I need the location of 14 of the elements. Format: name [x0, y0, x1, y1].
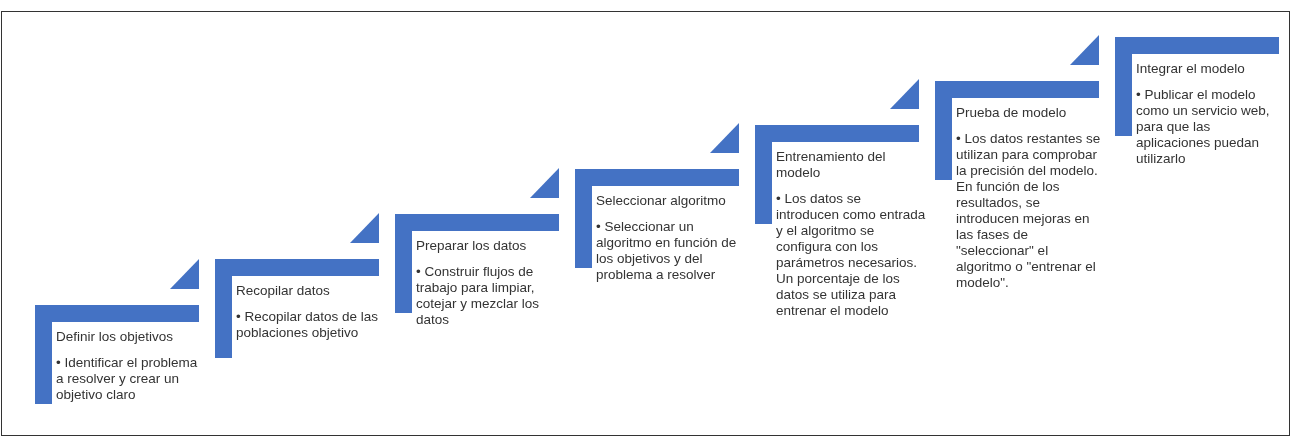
step-title: Preparar los datos	[416, 238, 528, 254]
step-title: Definir los objetivos	[56, 329, 175, 345]
step-description: • Los datos se introducen como entrada y el algoritmo se configura con los parámetros necesarios. Un porcentaje de los datos se utiliza para entrenar el modelo	[776, 191, 926, 319]
step-title: Integrar el modelo	[1136, 61, 1246, 77]
step-description: • Construir flujos de trabajo para limpiar, cotejar y mezclar los datos	[416, 264, 541, 328]
step-title: Seleccionar algoritmo	[596, 193, 727, 209]
step-description: • Recopilar datos de las poblaciones objetivo	[236, 309, 380, 341]
step-title: Prueba de modelo	[956, 105, 1068, 121]
step-title: Entrenamiento del modelo	[776, 149, 887, 181]
step-title: Recopilar datos	[236, 283, 331, 299]
step-description: • Identificar el problema a resolver y crear un objetivo claro	[56, 355, 199, 403]
step-description: • Seleccionar un algoritmo en función de los objetivos y del problema a resolver	[596, 219, 738, 283]
step-description: • Los datos restantes se utilizan para comprobar la precisión del modelo. En función de los resultados, se introducen mejoras en las fases de "seleccionar" el algoritmo o "entrenar el modelo".	[956, 131, 1102, 291]
step-description: • Publicar el modelo como un servicio web, para que las aplicaciones puedan utilizarlo	[1136, 87, 1271, 167]
